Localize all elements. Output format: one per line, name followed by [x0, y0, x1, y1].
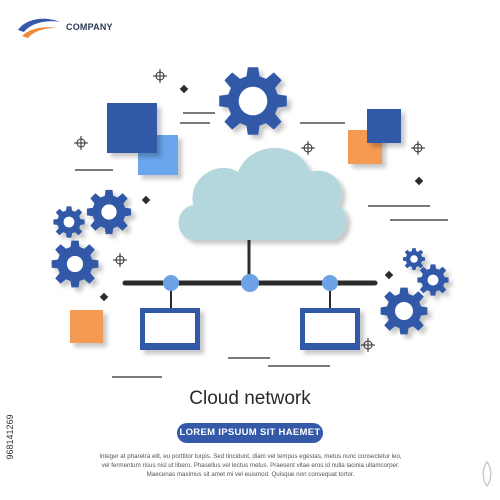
- company-name: COMPANY: [66, 22, 113, 32]
- network-node: [163, 275, 179, 291]
- diamond-icon: [141, 195, 151, 205]
- crosshair-icon: [301, 141, 315, 155]
- gear-icon: [219, 67, 287, 135]
- crosshair-icon: [361, 338, 375, 352]
- gear-icon: [403, 248, 425, 270]
- body-line: Maecenas maximus sit amet mi vel euismod…: [146, 471, 355, 478]
- company-logo: [18, 18, 60, 38]
- square-dark-blue: [367, 109, 401, 143]
- body-line: Integer at pharetra elit, eu porttitor t…: [99, 453, 402, 460]
- page-title: Cloud network: [189, 388, 311, 409]
- monitor-icon: [140, 308, 200, 350]
- decorative-lines: [75, 112, 448, 378]
- gear-icon: [86, 189, 132, 235]
- crosshair-icon: [411, 141, 425, 155]
- network-node: [241, 274, 259, 292]
- crosshair-icon: [113, 253, 127, 267]
- logo-swoosh-orange: [22, 27, 56, 38]
- gear-icon: [53, 206, 85, 238]
- gear-icon: [380, 287, 428, 335]
- network-structure: [122, 240, 378, 310]
- gear-icon: [417, 264, 449, 296]
- stock-watermark-icon: [482, 460, 492, 488]
- square-orange: [70, 310, 103, 343]
- diamond-icon: [99, 292, 109, 302]
- stock-id: 968141269: [3, 392, 15, 492]
- network-node: [322, 275, 338, 291]
- gear-icon: [51, 240, 99, 288]
- monitor-icon: [300, 308, 360, 350]
- logo-swoosh-blue: [18, 18, 60, 32]
- crosshair-icon: [153, 69, 167, 83]
- diamond-icon: [414, 176, 424, 186]
- diamond-icon: [179, 84, 189, 94]
- diamond-icon: [384, 270, 394, 280]
- cloud-icon: [178, 148, 347, 240]
- square-dark-blue: [107, 103, 157, 153]
- body-text: Integer at pharetra elit, eu porttitor t…: [78, 452, 423, 479]
- stock-id-text: 968141269: [5, 414, 15, 460]
- body-line: vel fermentum risus nisl ut libero. Phas…: [101, 462, 400, 469]
- cta-button[interactable]: LOREM IPSUUM SIT HAEMET: [177, 423, 323, 443]
- crosshair-icon: [74, 136, 88, 150]
